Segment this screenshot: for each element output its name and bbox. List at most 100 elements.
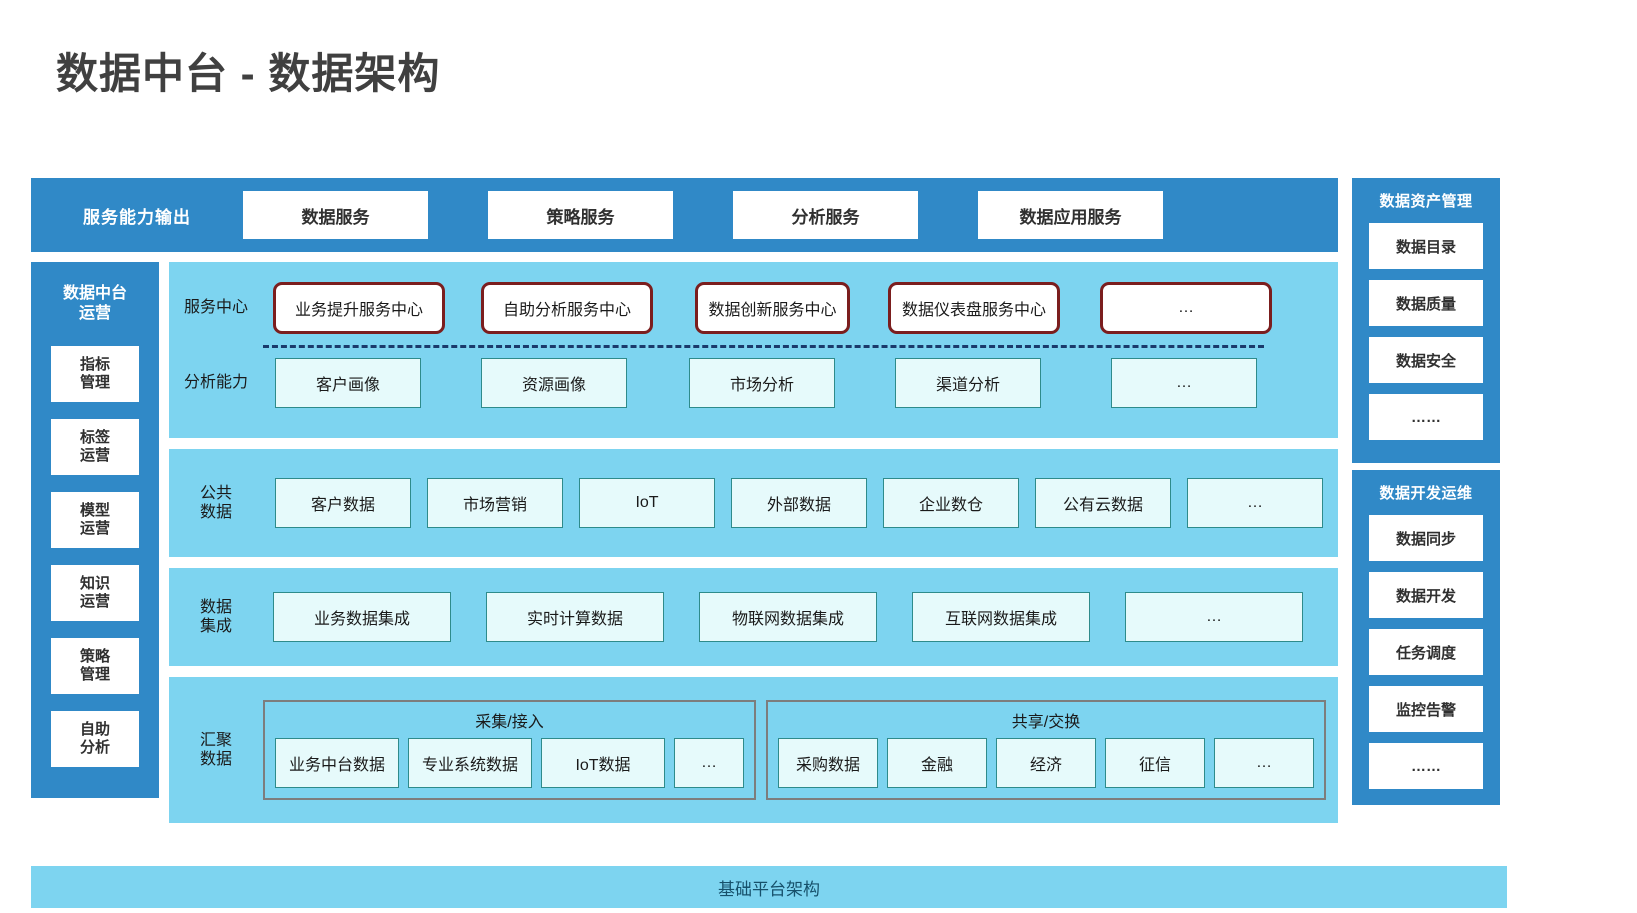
public-data-label-line2: 数据	[199, 504, 232, 521]
public-data-items: 客户数据市场营销 IoT 外部数据企业数仓公有云数据 …	[263, 478, 1338, 528]
aggregation-box[interactable]: 专业系统数据	[408, 738, 532, 788]
analysis-ability-box[interactable]: 资源画像	[481, 358, 627, 408]
aggregation-box[interactable]: 金融	[887, 738, 987, 788]
panel-item-list: 数据同步数据开发任务调度监控告警 ……	[1369, 515, 1483, 800]
operations-item[interactable]: 指标管理	[51, 346, 139, 402]
data-integration-box[interactable]: …	[1125, 592, 1303, 642]
aggregation-group-title: 共享/交换	[1011, 714, 1081, 731]
data-integration-label-line2: 集成	[199, 618, 232, 635]
aggregation-box[interactable]: …	[674, 738, 744, 788]
public-data-box[interactable]: 企业数仓	[883, 478, 1019, 528]
operations-title: 数据中台 运营	[63, 284, 127, 324]
section-divider	[263, 345, 1264, 348]
data-integration-box[interactable]: 实时计算数据	[486, 592, 664, 642]
analysis-ability-box[interactable]: 客户画像	[275, 358, 421, 408]
service-output-chip[interactable]: 数据服务	[243, 191, 428, 239]
analysis-ability-box[interactable]: 渠道分析	[895, 358, 1041, 408]
band-service-center: 服务中心 业务提升服务中心自助分析服务中心数据创新服务中心数据仪表盘服务中心… …	[169, 262, 1338, 438]
data-integration-items: 业务数据集成实时计算数据物联网数据集成互联网数据集成 …	[263, 592, 1338, 642]
platform-architecture-bar: 基础平台架构	[31, 866, 1507, 908]
panel-data-devops: 数据开发运维 数据同步数据开发任务调度监控告警……	[1352, 470, 1500, 805]
data-integration-box[interactable]: 物联网数据集成	[699, 592, 877, 642]
service-center-box[interactable]: 数据仪表盘服务中心	[888, 282, 1060, 334]
public-data-box[interactable]: 外部数据	[731, 478, 867, 528]
panel-item[interactable]: 任务调度	[1369, 629, 1483, 675]
aggregation-box[interactable]: …	[1214, 738, 1314, 788]
operations-item-line1: 知识	[79, 575, 110, 592]
public-data-label: 公共 数据	[169, 484, 263, 522]
service-center-items: 业务提升服务中心自助分析服务中心数据创新服务中心数据仪表盘服务中心 …	[263, 282, 1338, 334]
operations-item-line2: 运营	[79, 447, 110, 464]
operations-item[interactable]: 知识运营	[51, 565, 139, 621]
panel-item[interactable]: 数据安全	[1369, 337, 1483, 383]
aggregation-box[interactable]: 业务中台数据	[275, 738, 399, 788]
public-data-box[interactable]: …	[1187, 478, 1323, 528]
operations-item-line2: 管理	[79, 374, 110, 391]
operations-item-line2: 运营	[79, 593, 110, 610]
operations-item-line2: 运营	[79, 520, 110, 537]
band-data-integration: 数据 集成 业务数据集成实时计算数据物联网数据集成互联网数据集成 …	[169, 568, 1338, 666]
operations-item[interactable]: 策略管理	[51, 638, 139, 694]
public-data-box[interactable]: 客户数据	[275, 478, 411, 528]
panel-item[interactable]: 监控告警	[1369, 686, 1483, 732]
aggregation-group-items: 采购数据金融经济征信…	[778, 738, 1314, 788]
aggregation-group: 共享/交换采购数据金融经济征信…	[766, 700, 1326, 800]
band-public-data: 公共 数据 客户数据市场营销 IoT 外部数据企业数仓公有云数据 …	[169, 449, 1338, 557]
analysis-ability-box[interactable]: 市场分析	[689, 358, 835, 408]
panel-item[interactable]: 数据质量	[1369, 280, 1483, 326]
analysis-ability-row: 分析能力 客户画像 资源画像 市场分析 渠道分析 …	[169, 354, 1338, 412]
data-integration-label: 数据 集成	[169, 598, 263, 636]
public-data-box[interactable]: 公有云数据	[1035, 478, 1171, 528]
service-center-box[interactable]: 自助分析服务中心	[481, 282, 653, 334]
panel-title: 数据资产管理	[1379, 193, 1473, 210]
aggregation-box[interactable]: IoT数据	[541, 738, 665, 788]
data-integration-box[interactable]: 互联网数据集成	[912, 592, 1090, 642]
data-integration-label-line1: 数据	[199, 598, 232, 616]
operations-item-line1: 策略	[79, 648, 110, 665]
service-center-box[interactable]: 数据创新服务中心	[695, 282, 850, 334]
aggregation-box[interactable]: 征信	[1105, 738, 1205, 788]
service-output-chip[interactable]: 分析服务	[733, 191, 918, 239]
operations-item-line1: 模型	[79, 502, 110, 519]
page-title: 数据中台 - 数据架构	[56, 50, 441, 97]
aggregation-box[interactable]: 采购数据	[778, 738, 878, 788]
analysis-ability-box[interactable]: …	[1111, 358, 1257, 408]
service-center-row: 服务中心 业务提升服务中心自助分析服务中心数据创新服务中心数据仪表盘服务中心…	[169, 276, 1338, 340]
service-center-box[interactable]: …	[1100, 282, 1272, 334]
operations-title-line2: 运营	[78, 305, 111, 322]
operations-item[interactable]: 自助分析	[51, 711, 139, 767]
aggregation-group-title: 采集/接入	[475, 714, 544, 731]
panel-item-list: 数据目录数据质量数据安全 ……	[1369, 223, 1483, 451]
aggregation-label-line2: 数据	[199, 751, 232, 768]
panel-item[interactable]: 数据开发	[1369, 572, 1483, 618]
data-integration-box[interactable]: 业务数据集成	[273, 592, 451, 642]
service-output-items: 数据服务 策略服务 分析服务 数据应用服务	[243, 191, 1338, 239]
panel-item[interactable]: ……	[1369, 743, 1483, 789]
aggregation-label: 汇聚 数据	[169, 731, 263, 769]
aggregation-box[interactable]: 经济	[996, 738, 1096, 788]
service-center-box[interactable]: 业务提升服务中心	[273, 282, 445, 334]
analysis-ability-items: 客户画像 资源画像 市场分析 渠道分析 …	[263, 358, 1338, 408]
panel-item[interactable]: 数据目录	[1369, 223, 1483, 269]
operations-item-line1: 指标	[79, 356, 110, 373]
operations-item-line1: 标签	[79, 429, 110, 446]
operations-item[interactable]: 标签运营	[51, 419, 139, 475]
service-output-chip[interactable]: 策略服务	[488, 191, 673, 239]
operations-column: 数据中台 运营 指标管理标签运营模型运营知识运营策略管理自助分析	[31, 262, 159, 798]
service-output-label: 服务能力输出	[83, 207, 191, 227]
analysis-ability-label: 分析能力	[183, 374, 248, 392]
panel-item[interactable]: ……	[1369, 394, 1483, 440]
panel-item[interactable]: 数据同步	[1369, 515, 1483, 561]
public-data-label-line1: 公共	[199, 484, 232, 502]
service-output-chip[interactable]: 数据应用服务	[978, 191, 1163, 239]
public-data-box[interactable]: IoT	[579, 478, 715, 528]
operations-item[interactable]: 模型运营	[51, 492, 139, 548]
service-output-bar: 服务能力输出 数据服务 策略服务 分析服务 数据应用服务	[31, 178, 1338, 252]
operations-item-line1: 自助	[79, 721, 110, 738]
public-data-box[interactable]: 市场营销	[427, 478, 563, 528]
